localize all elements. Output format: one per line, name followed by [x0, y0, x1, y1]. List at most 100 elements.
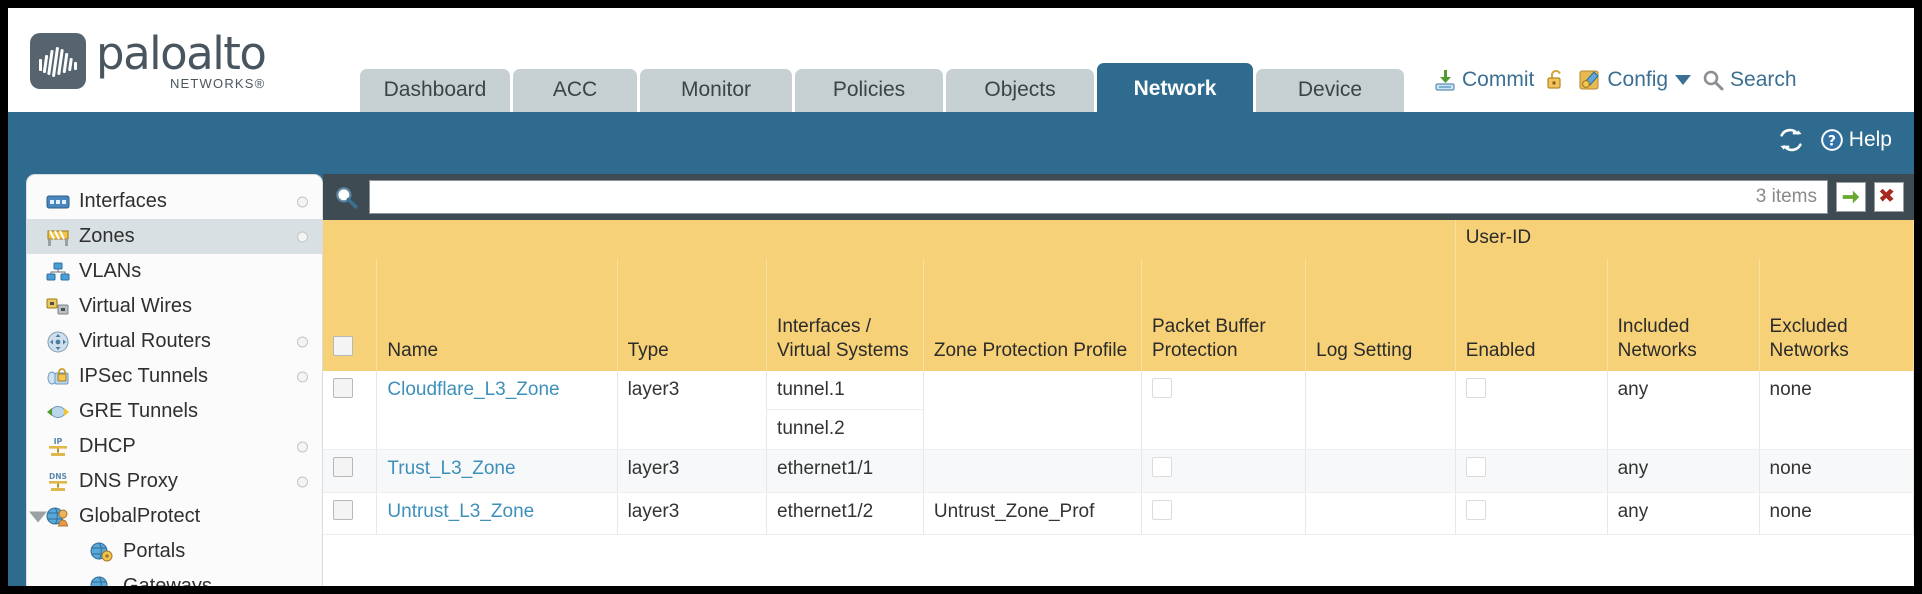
tab-device[interactable]: Device — [1256, 69, 1404, 112]
packet-buffer-protection-cell[interactable] — [1141, 370, 1307, 451]
sidebar-item-gre-tunnels[interactable]: GRE Tunnels — [27, 394, 322, 429]
zone-name-link[interactable]: Cloudflare_L3_Zone — [387, 378, 560, 400]
tab-monitor[interactable]: Monitor — [640, 69, 792, 112]
clear-filter-button[interactable] — [1874, 182, 1904, 212]
col-header-included-networks[interactable]: Included Networks — [1607, 258, 1760, 371]
row-select-checkbox[interactable] — [333, 457, 353, 478]
sidebar-item-status-dot[interactable] — [297, 336, 308, 347]
userid-enabled-cell[interactable] — [1455, 492, 1608, 536]
brand-registered: ® — [254, 76, 266, 91]
packet-buffer-protection-cell[interactable] — [1141, 492, 1307, 536]
sidebar-item-status-dot[interactable] — [297, 441, 308, 452]
sidebar-item-ipsec-tunnels[interactable]: IPSec Tunnels — [27, 359, 322, 394]
refresh-icon[interactable] — [1777, 126, 1805, 154]
help-label: Help — [1848, 128, 1892, 151]
filter-input[interactable]: 3 items — [369, 180, 1828, 214]
userid-enabled-cell[interactable] — [1455, 449, 1608, 493]
col-header-log-setting[interactable]: Log Setting — [1305, 258, 1456, 371]
brand-logo[interactable]: paloalto NETWORKS® — [30, 31, 300, 90]
globalprotect-icon — [45, 506, 71, 528]
commit-save-icon — [1435, 70, 1455, 91]
vlans-icon — [45, 261, 71, 283]
sidebar-item-vlans[interactable]: VLANs — [27, 254, 322, 289]
svg-text:IP: IP — [54, 437, 63, 446]
tab-acc[interactable]: ACC — [513, 69, 637, 112]
zone-protection-profile-cell: Untrust_Zone_Prof — [923, 492, 1142, 536]
filter-search-icon[interactable] — [331, 182, 361, 212]
userid-enabled-cell[interactable] — [1455, 370, 1608, 451]
excluded-networks-cell: none — [1759, 370, 1914, 451]
col-header-type[interactable]: Type — [617, 258, 768, 371]
sidebar-item-gateways[interactable]: Gateways — [27, 569, 322, 586]
sidebar-item-label: Zones — [79, 225, 135, 247]
config-menu[interactable]: Config — [1578, 68, 1692, 92]
interface-entry: ethernet1/2 — [777, 500, 874, 522]
sidebar-item-zones[interactable]: Zones — [27, 219, 322, 254]
zone-name-cell[interactable]: Cloudflare_L3_Zone — [376, 370, 618, 451]
select-all-checkbox[interactable] — [333, 335, 353, 356]
packet-buffer-protection-checkbox[interactable] — [1151, 377, 1172, 398]
sidebar-item-label: IPSec Tunnels — [79, 365, 208, 387]
userid-enabled-checkbox[interactable] — [1465, 499, 1486, 520]
sidebar-item-label: VLANs — [79, 260, 142, 282]
sidebar-item-virtual-routers[interactable]: Virtual Routers — [27, 324, 322, 359]
sidebar-item-status-dot[interactable] — [297, 196, 308, 207]
column-header-row: Name Type Interfaces / Virtual Systems Z… — [323, 258, 1914, 371]
virtual-routers-icon — [45, 331, 71, 353]
col-header-name[interactable]: Name — [376, 258, 618, 371]
sidebar-item-interfaces[interactable]: Interfaces — [27, 184, 322, 219]
packet-buffer-protection-checkbox[interactable] — [1151, 499, 1172, 520]
col-header-interfaces[interactable]: Interfaces / Virtual Systems — [766, 258, 924, 371]
sidebar-item-virtual-wires[interactable]: Virtual Wires — [27, 289, 322, 324]
row-select-checkbox[interactable] — [333, 499, 353, 520]
zone-name-link[interactable]: Trust_L3_Zone — [387, 458, 516, 480]
help-question-icon: ? — [1820, 129, 1843, 151]
zone-name-cell[interactable]: Untrust_L3_Zone — [376, 492, 618, 536]
tab-network[interactable]: Network — [1097, 63, 1253, 112]
select-all-header[interactable] — [323, 258, 378, 371]
included-networks-cell: any — [1607, 492, 1760, 536]
packet-buffer-protection-checkbox[interactable] — [1151, 457, 1172, 478]
row-select-cell[interactable] — [323, 492, 378, 536]
expander-triangle-icon[interactable] — [29, 511, 47, 522]
zone-protection-profile-cell — [923, 449, 1142, 493]
tab-objects[interactable]: Objects — [946, 69, 1094, 112]
sidebar-item-status-dot[interactable] — [297, 476, 308, 487]
sidebar-item-label: Interfaces — [79, 190, 167, 212]
zone-name-cell[interactable]: Trust_L3_Zone — [376, 449, 618, 493]
sidebar-item-status-dot[interactable] — [297, 371, 308, 382]
row-select-checkbox[interactable] — [333, 377, 353, 398]
zone-name-link[interactable]: Untrust_L3_Zone — [387, 500, 535, 522]
col-header-excluded-networks[interactable]: Excluded Networks — [1759, 258, 1914, 371]
userid-enabled-checkbox[interactable] — [1465, 457, 1486, 478]
row-select-cell[interactable] — [323, 449, 378, 493]
col-header-packet-buffer-protection[interactable]: Packet Buffer Protection — [1141, 258, 1307, 371]
sidebar-item-label: Virtual Routers — [79, 330, 211, 352]
row-select-cell[interactable] — [323, 370, 378, 451]
commit-button[interactable]: Commit — [1433, 68, 1534, 92]
sidebar-item-globalprotect[interactable]: GlobalProtect — [27, 499, 322, 534]
packet-buffer-protection-cell[interactable] — [1141, 449, 1307, 493]
apply-filter-button[interactable] — [1836, 182, 1866, 212]
help-button[interactable]: ? Help — [1819, 127, 1892, 153]
search-button[interactable]: Search — [1701, 68, 1797, 92]
sidebar-item-portals[interactable]: Portals — [27, 534, 322, 569]
tab-policies[interactable]: Policies — [795, 69, 943, 112]
userid-enabled-checkbox[interactable] — [1465, 377, 1486, 398]
lock-button[interactable] — [1544, 68, 1568, 92]
sub-header-actions: ? Help — [1777, 126, 1892, 154]
col-header-zone-protection-profile[interactable]: Zone Protection Profile — [923, 258, 1142, 371]
sidebar-item-status-dot[interactable] — [297, 231, 308, 242]
chevron-down-icon[interactable] — [1675, 75, 1692, 85]
col-header-enabled[interactable]: Enabled — [1455, 258, 1608, 371]
log-setting-cell — [1305, 449, 1456, 493]
tab-dashboard[interactable]: Dashboard — [360, 69, 510, 112]
